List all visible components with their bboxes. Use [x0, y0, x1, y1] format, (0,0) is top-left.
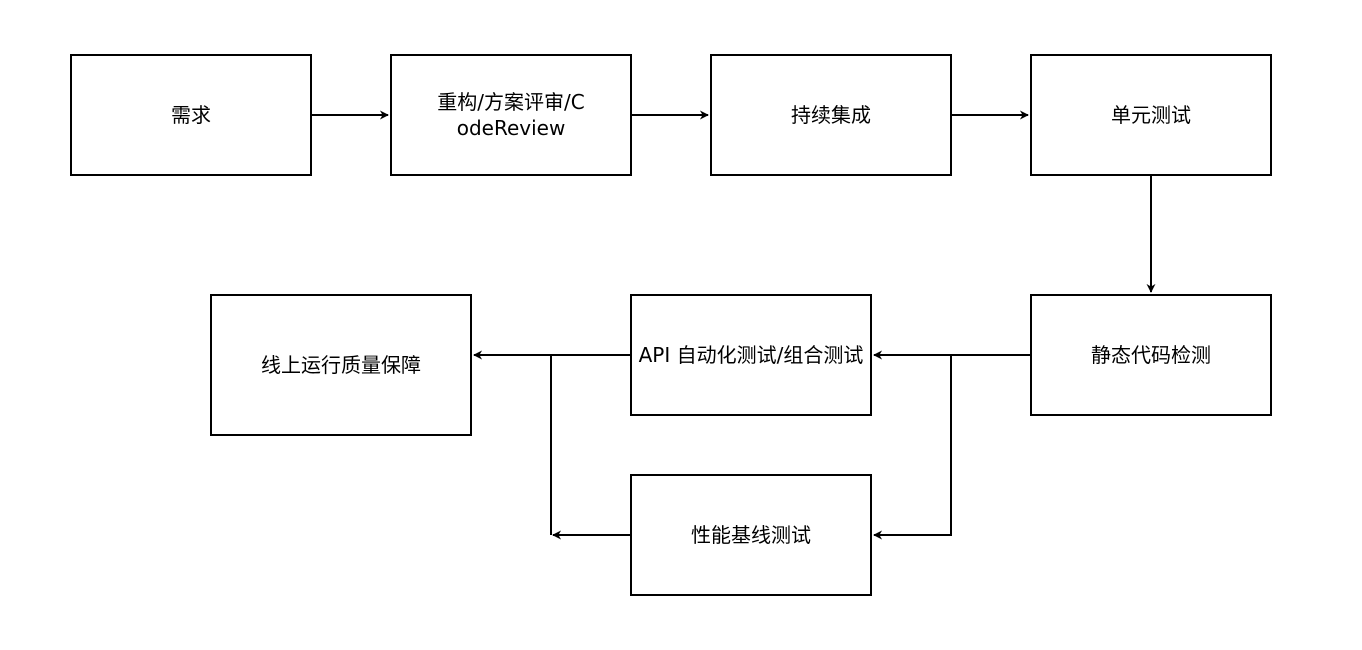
node-performance-baseline-test-label: 性能基线测试 — [691, 523, 811, 547]
node-requirement-label: 需求 — [171, 103, 211, 127]
node-online-quality-assurance-label: 线上运行质量保障 — [261, 353, 421, 377]
edge-static-analysis-to-performance-test — [873, 355, 952, 540]
node-continuous-integration-label: 持续集成 — [791, 103, 871, 127]
node-continuous-integration: 持续集成 — [710, 54, 952, 176]
node-static-analysis-label: 静态代码检测 — [1091, 343, 1211, 367]
node-api-automation-test: API 自动化测试/组合测试 — [630, 294, 872, 416]
node-unit-test: 单元测试 — [1030, 54, 1272, 176]
node-refactor-review-label: 重构/方案评审/CodeReview — [437, 90, 585, 140]
node-api-automation-test-label: API 自动化测试/组合测试 — [638, 343, 864, 367]
node-online-quality-assurance: 线上运行质量保障 — [210, 294, 472, 436]
node-performance-baseline-test: 性能基线测试 — [630, 474, 872, 596]
node-static-analysis: 静态代码检测 — [1030, 294, 1272, 416]
node-refactor-review: 重构/方案评审/CodeReview — [390, 54, 632, 176]
node-unit-test-label: 单元测试 — [1111, 103, 1191, 127]
node-requirement: 需求 — [70, 54, 312, 176]
